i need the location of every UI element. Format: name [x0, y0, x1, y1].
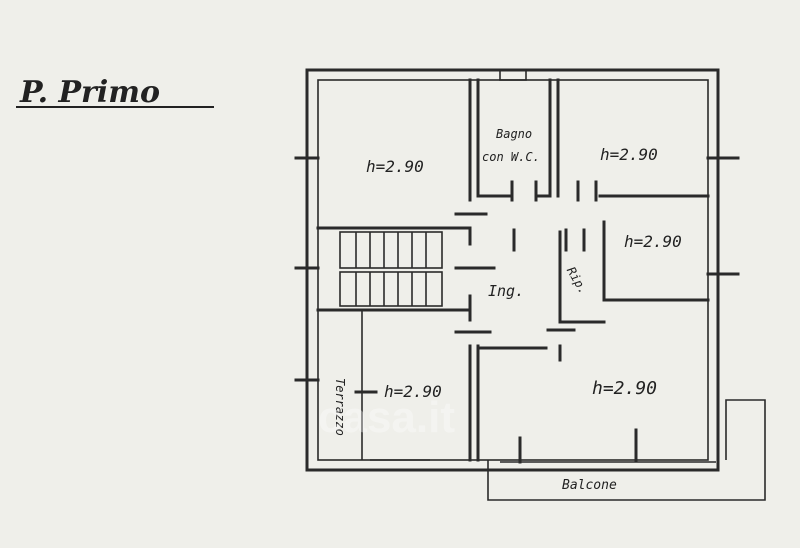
bathroom-label-line1: Bagno [496, 127, 532, 141]
room-mid-right-label: h=2.90 [624, 232, 682, 251]
interior-walls [316, 78, 710, 464]
watermark-text: casa.it [318, 393, 455, 442]
balcony-outline [487, 399, 766, 501]
stair-lower [339, 271, 443, 307]
room-top-right-label: h=2.90 [600, 145, 658, 164]
balcony-label: Balcone [562, 478, 617, 493]
terrace-label: Terrazzo [333, 378, 347, 436]
plan-title: P. Primo [19, 75, 160, 110]
closet-label: Rip. [564, 264, 591, 296]
stair-treads [355, 232, 427, 306]
bathroom-label-line2: con W.C. [482, 150, 540, 164]
room-bottom-left-label: h=2.90 [384, 382, 442, 401]
stair-upper [339, 231, 443, 269]
balcony-structure [487, 399, 766, 501]
room-top-left-label: h=2.90 [366, 157, 424, 176]
entrance-label: Ing. [488, 282, 524, 300]
outer-walls [294, 68, 740, 472]
window-top [499, 69, 527, 81]
room-bottom-right-label: h=2.90 [592, 378, 657, 399]
